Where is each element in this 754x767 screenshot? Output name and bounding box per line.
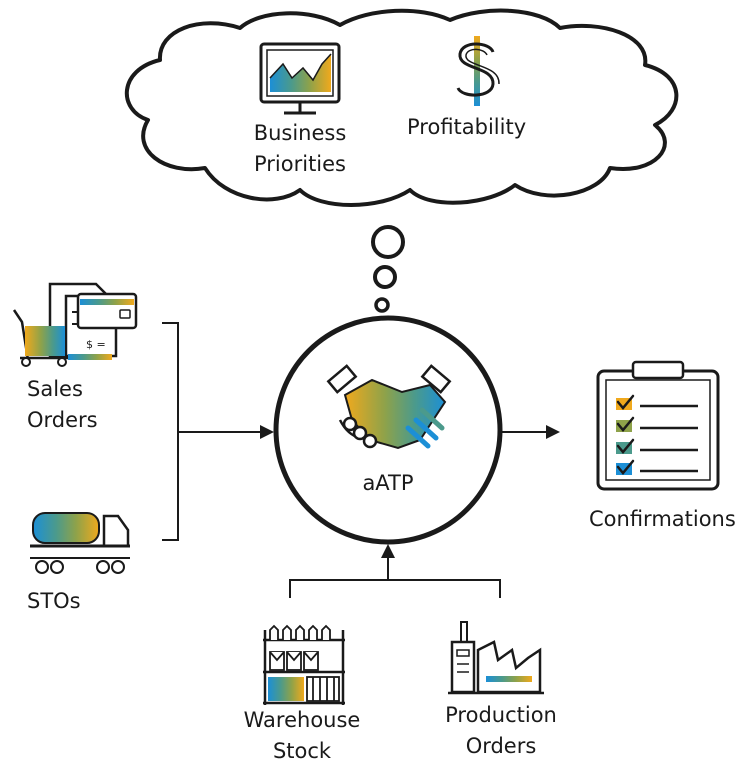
input-bracket bbox=[162, 322, 274, 541]
warehouse-icon bbox=[263, 624, 345, 705]
profitability-label: Profitability bbox=[407, 115, 527, 139]
thought-cloud bbox=[124, 8, 679, 207]
business-priorities-line-2: Priorities bbox=[253, 152, 346, 176]
warehouse-stock-label: Warehouse Stock bbox=[228, 705, 376, 767]
sales-orders-label: Sales Orders bbox=[27, 374, 98, 436]
truck-icon bbox=[30, 512, 130, 574]
factory-icon bbox=[448, 621, 544, 695]
sales-orders-line-1: Sales bbox=[27, 377, 83, 401]
aatp-label: aATP bbox=[362, 471, 414, 495]
dollar-icon bbox=[456, 36, 500, 106]
thought-bubbles bbox=[371, 225, 405, 313]
business-priorities-line-1: Business bbox=[253, 121, 347, 145]
production-orders-line-1: Production bbox=[445, 703, 557, 727]
warehouse-stock-line-1: Warehouse bbox=[243, 708, 361, 732]
supply-bracket bbox=[289, 544, 501, 598]
clipboard-icon bbox=[596, 360, 720, 491]
monitor-chart-icon bbox=[259, 42, 341, 115]
svg-text:$ =: $ = bbox=[86, 338, 106, 351]
production-orders-line-2: Orders bbox=[465, 734, 537, 758]
warehouse-stock-line-2: Stock bbox=[272, 739, 332, 763]
output-arrow bbox=[501, 425, 560, 439]
confirmations-label: Confirmations bbox=[589, 507, 736, 531]
production-orders-label: Production Orders bbox=[428, 700, 574, 762]
stos-label: STOs bbox=[27, 589, 81, 613]
sales-orders-line-2: Orders bbox=[27, 408, 98, 432]
sales-orders-icon: $ = bbox=[12, 282, 138, 367]
handshake-icon bbox=[326, 364, 452, 450]
business-priorities-label: Business Priorities bbox=[232, 118, 368, 180]
